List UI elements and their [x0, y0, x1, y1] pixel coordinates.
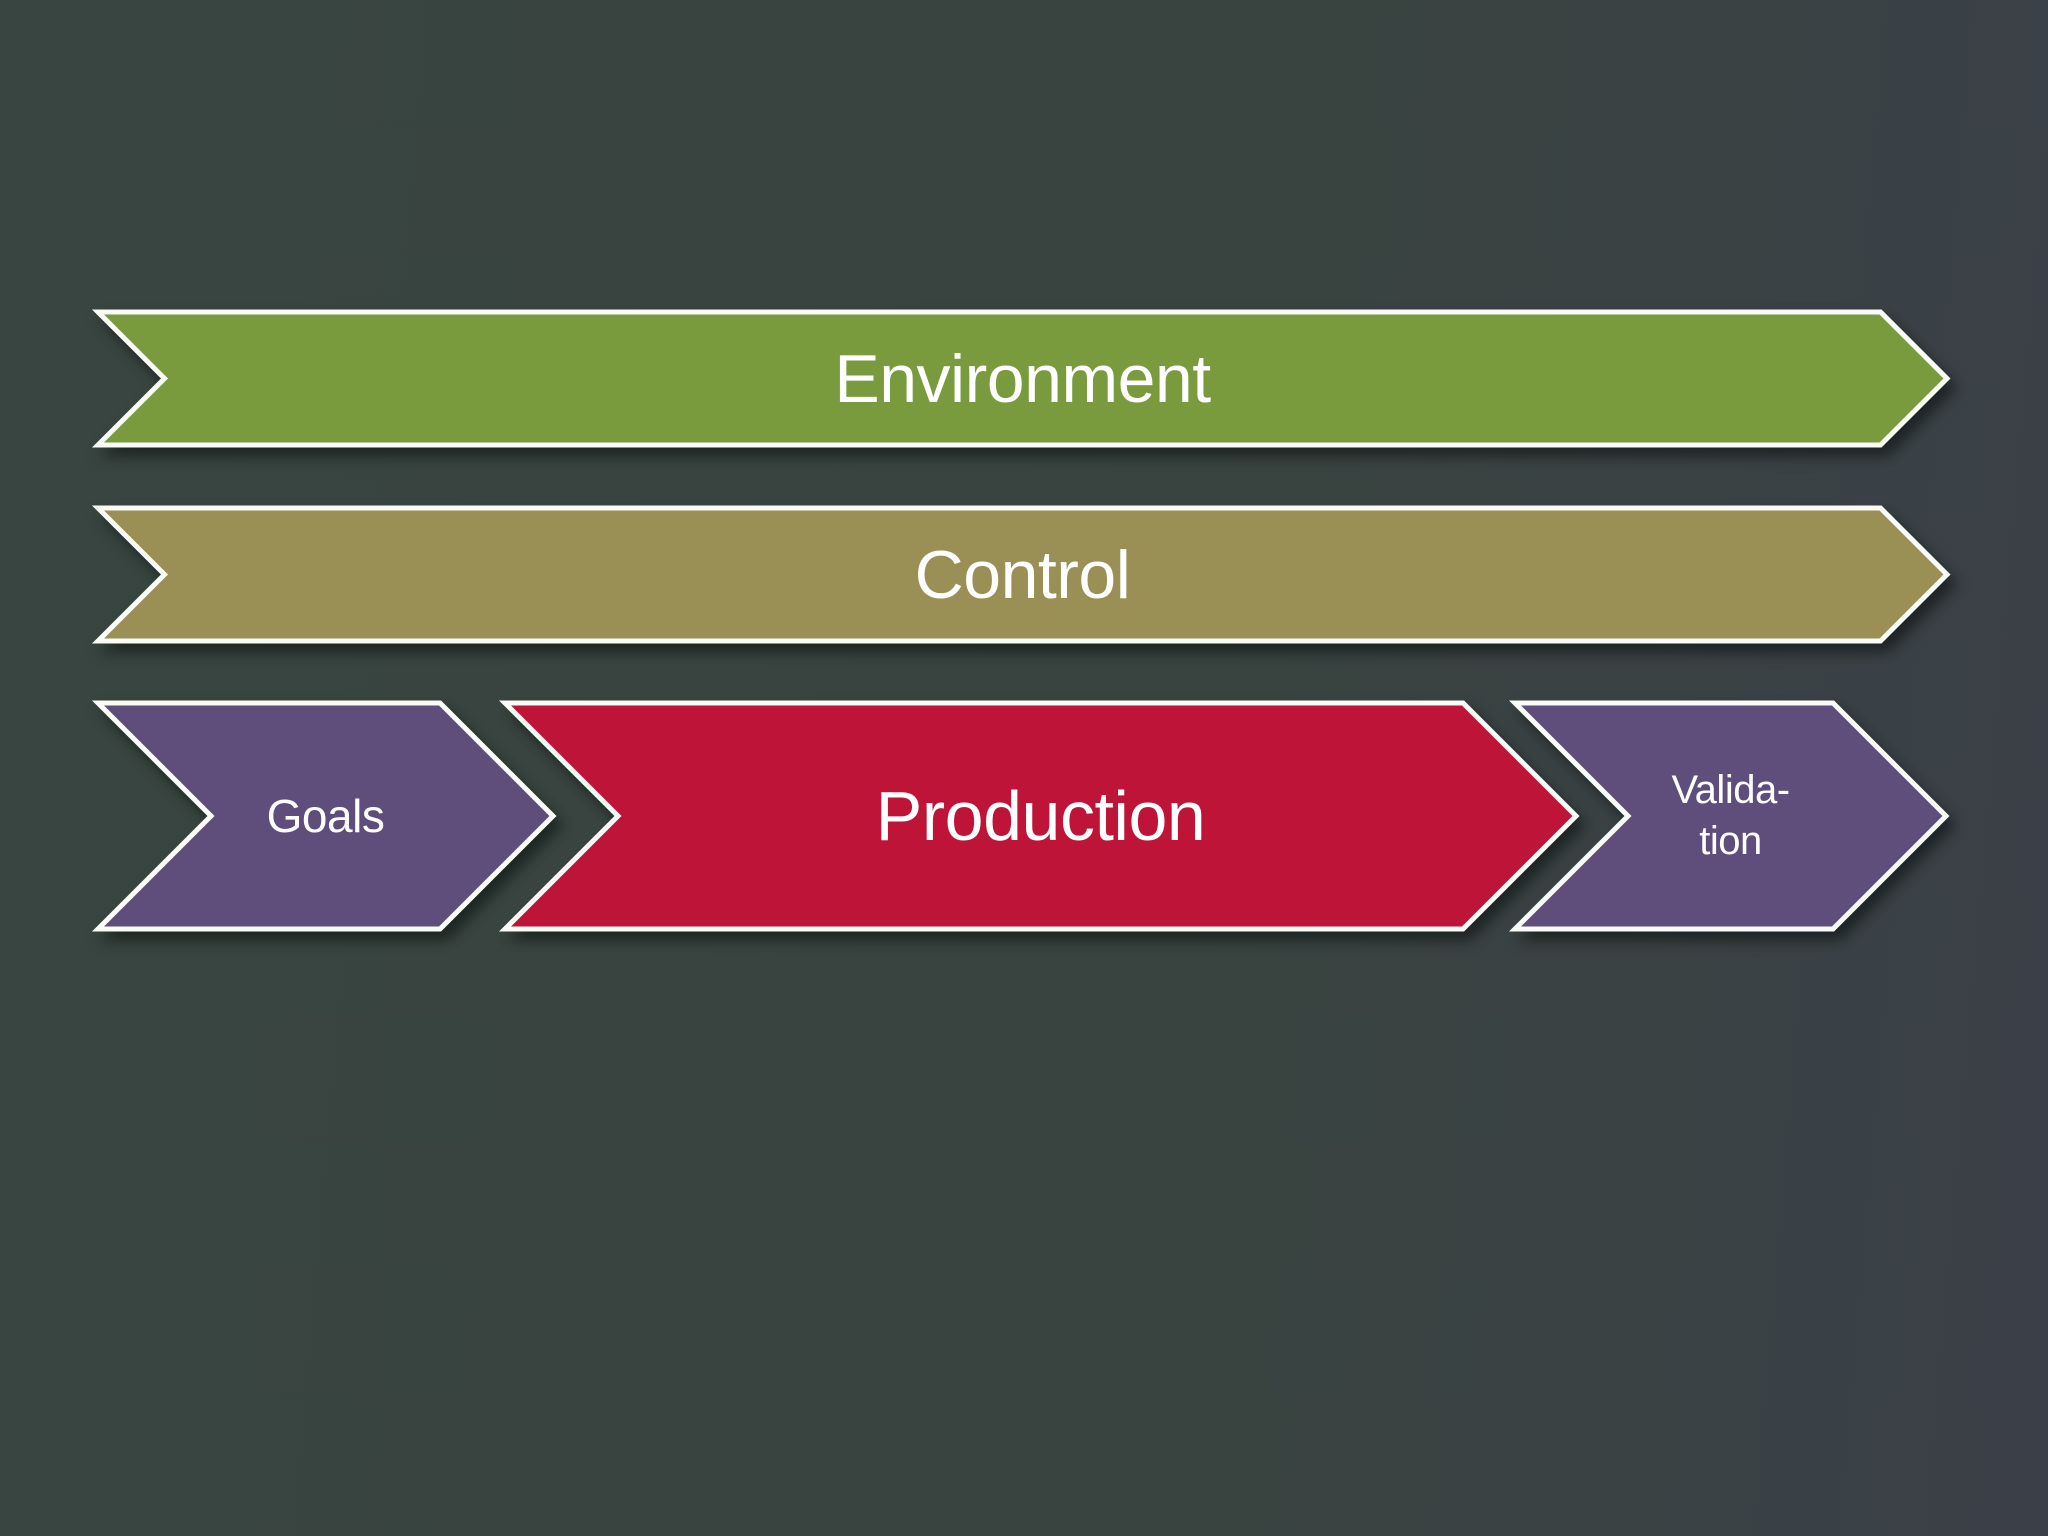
production-arrow-outline [498, 700, 1580, 932]
control-label: Control [914, 536, 1131, 613]
control-arrow-polygon [91, 505, 1951, 644]
validation-chevron-outline [1508, 700, 1950, 932]
validation-label-line2: tion [1699, 819, 1762, 863]
production-label: Production [875, 777, 1206, 855]
validation-chevron-polygon [1508, 700, 1950, 932]
environment-arrow-shape: Environment [91, 309, 1951, 448]
validation-label-line1: Valida- [1671, 768, 1790, 813]
control-arrow-outline [91, 505, 1951, 644]
validation-label: Valida- tion [1671, 765, 1790, 867]
production-arrow-polygon [498, 700, 1580, 932]
validation-chevron-shape: Valida- tion [1508, 700, 1950, 932]
production-arrow-shape: Production [498, 700, 1580, 932]
goals-chevron-shape: Goals [91, 700, 557, 932]
control-arrow-shape: Control [91, 505, 1951, 644]
goals-label: Goals [266, 790, 385, 842]
goals-chevron-outline [91, 700, 557, 932]
goals-chevron-polygon [91, 700, 557, 932]
environment-label: Environment [834, 340, 1211, 417]
environment-arrow-polygon [91, 309, 1951, 448]
environment-arrow-outline [91, 309, 1951, 448]
